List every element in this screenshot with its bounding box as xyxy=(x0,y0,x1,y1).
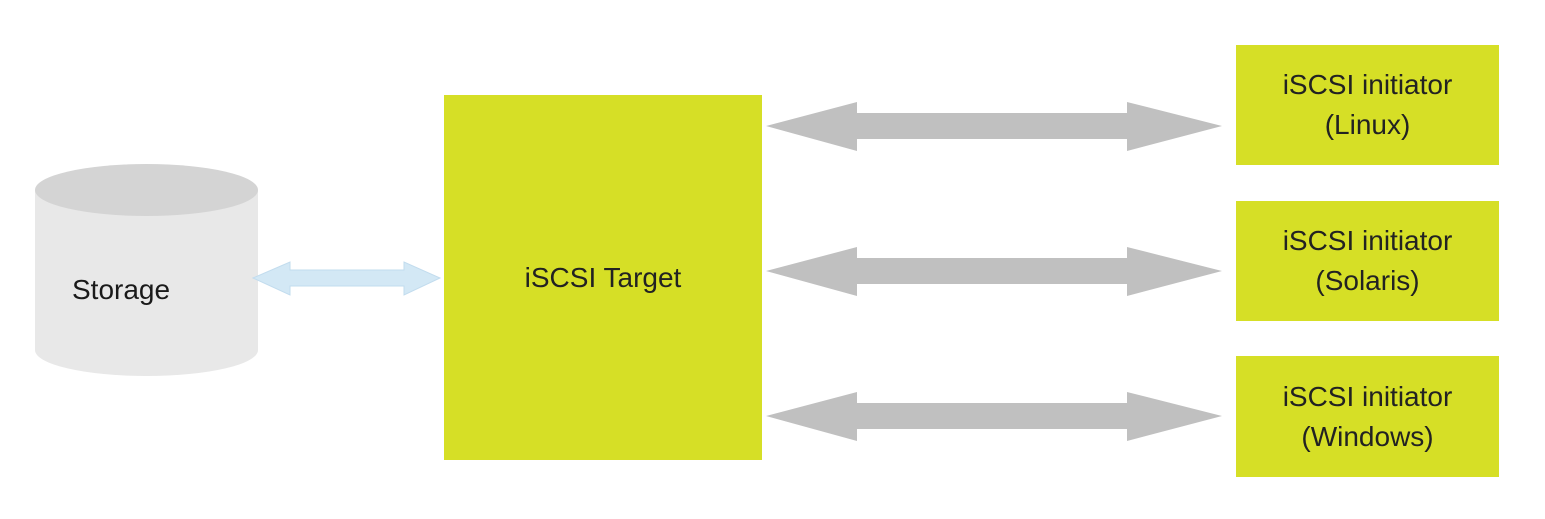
storage-label: Storage xyxy=(72,274,171,305)
iscsi-target-box: iSCSI Target xyxy=(444,95,762,460)
storage-target-arrow xyxy=(251,261,442,296)
storage-cylinder xyxy=(35,164,258,377)
target-solaris-arrow xyxy=(766,247,1222,296)
initiator-os: (Solaris) xyxy=(1315,265,1420,296)
initiator-windows-box: iSCSI initiator (Windows) xyxy=(1236,356,1499,477)
iscsi-target-label: iSCSI Target xyxy=(524,261,682,293)
initiator-title: iSCSI initiator xyxy=(1282,380,1453,412)
initiator-os: (Linux) xyxy=(1324,109,1411,140)
target-windows-arrow xyxy=(766,392,1222,441)
initiator-title: iSCSI initiator xyxy=(1282,225,1453,256)
initiator-os: (Windows) xyxy=(1301,420,1434,452)
initiator-solaris-box: iSCSI initiator (Solaris) xyxy=(1236,201,1499,321)
initiator-title: iSCSI initiator xyxy=(1282,69,1453,100)
initiator-linux-box: iSCSI initiator (Linux) xyxy=(1236,45,1499,165)
target-linux-arrow xyxy=(766,102,1222,151)
